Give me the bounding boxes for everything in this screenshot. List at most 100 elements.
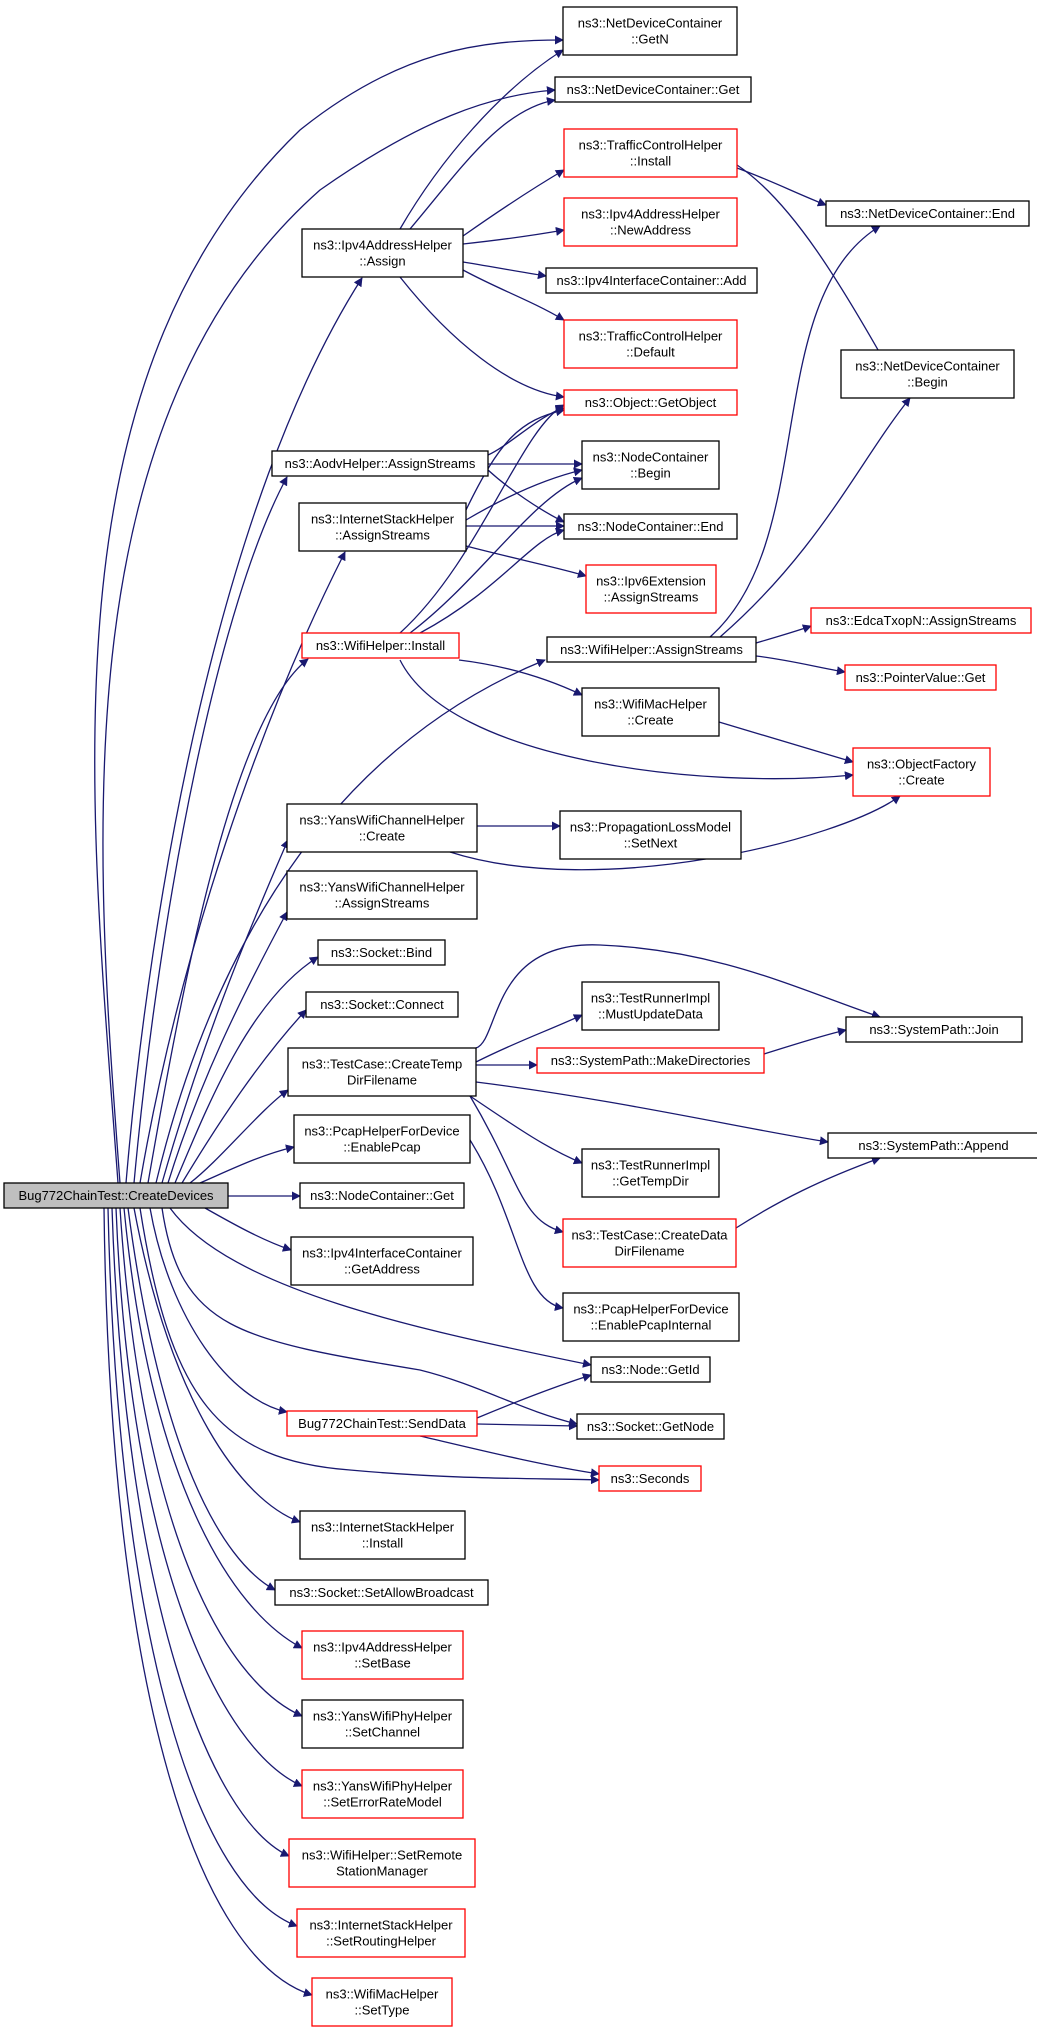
node-box bbox=[810, 607, 1032, 634]
node-box bbox=[311, 1977, 453, 2027]
node-label: ns3::Ipv6Extension bbox=[596, 574, 706, 589]
node-label: ::Begin bbox=[630, 466, 670, 481]
node-box bbox=[296, 1908, 466, 1958]
node-object-getobject[interactable]: ns3::Object::GetObject bbox=[563, 389, 738, 416]
call-edge-to-ndc-end bbox=[736, 167, 827, 207]
node-label: ns3::PropagationLossModel bbox=[570, 820, 731, 835]
node-label: ns3::YansWifiChannelHelper bbox=[299, 813, 465, 828]
node-socket-connect[interactable]: ns3::Socket::Connect bbox=[305, 991, 459, 1018]
node-tch-default[interactable]: ns3::TrafficControlHelper::Default bbox=[563, 319, 738, 369]
node-objectfactory-create[interactable]: ns3::ObjectFactory::Create bbox=[852, 747, 991, 797]
node-senddata[interactable]: Bug772ChainTest::SendData bbox=[286, 1410, 478, 1437]
call-edge-to-socket-getnode bbox=[161, 1207, 578, 1427]
call-edge-to-edca-assignstreams bbox=[755, 624, 812, 644]
call-edge-to-socket-connect bbox=[181, 1009, 307, 1184]
node-label: ::GetAddress bbox=[344, 1262, 420, 1277]
node-wifimac-settype[interactable]: ns3::WifiMacHelper::SetType bbox=[311, 1977, 453, 2027]
node-node-getid[interactable]: ns3::Node::GetId bbox=[590, 1356, 711, 1383]
node-pcap-enablepcap[interactable]: ns3::PcapHelperForDevice::EnablePcap bbox=[293, 1114, 471, 1164]
node-label: ::Create bbox=[359, 829, 405, 844]
node-wifi-assignstreams[interactable]: ns3::WifiHelper::AssignStreams bbox=[546, 636, 757, 663]
node-yansphy-seterrorratemodel[interactable]: ns3::YansWifiPhyHelper::SetErrorRateMode… bbox=[301, 1769, 464, 1819]
node-box bbox=[563, 389, 738, 416]
node-ish-setroutinghelper[interactable]: ns3::InternetStackHelper::SetRoutingHelp… bbox=[296, 1908, 466, 1958]
node-box bbox=[536, 1047, 765, 1074]
node-pointervalue-get[interactable]: ns3::PointerValue::Get bbox=[844, 664, 997, 691]
call-edge-to-ndc-end bbox=[709, 225, 881, 638]
node-tch-install[interactable]: ns3::TrafficControlHelper::Install bbox=[563, 128, 738, 178]
call-edge-to-systempath-append bbox=[735, 1156, 881, 1229]
node-label: ::GetN bbox=[631, 32, 669, 47]
node-socket-bind[interactable]: ns3::Socket::Bind bbox=[317, 939, 446, 966]
node-ish-install[interactable]: ns3::InternetStackHelper::Install bbox=[299, 1510, 466, 1560]
node-label: ::Begin bbox=[907, 375, 947, 390]
node-box bbox=[562, 1292, 740, 1342]
node-yansphy-setchannel[interactable]: ns3::YansWifiPhyHelper::SetChannel bbox=[301, 1699, 464, 1749]
call-edge-to-ipv6ext-assignstreams bbox=[465, 545, 587, 578]
node-box bbox=[299, 1510, 466, 1560]
call-edge-to-ipv4ah-assign bbox=[125, 277, 363, 1184]
call-edge-to-object-getobject bbox=[399, 404, 565, 634]
node-ndc-getn[interactable]: ns3::NetDeviceContainer::GetN bbox=[562, 6, 738, 56]
node-box bbox=[305, 991, 459, 1018]
node-plm-setnext[interactable]: ns3::PropagationLossModel::SetNext bbox=[559, 810, 742, 860]
node-label: ns3::InternetStackHelper bbox=[309, 1918, 453, 1933]
node-systempath-makedirs[interactable]: ns3::SystemPath::MakeDirectories bbox=[536, 1047, 765, 1074]
node-ipv6ext-assignstreams[interactable]: ns3::Ipv6Extension::AssignStreams bbox=[585, 564, 717, 614]
call-edge-to-node-getid bbox=[169, 1207, 592, 1368]
node-box bbox=[301, 228, 464, 278]
node-label: ns3::Ipv4AddressHelper bbox=[313, 238, 452, 253]
node-pcap-enablepcapinternal[interactable]: ns3::PcapHelperForDevice::EnablePcapInte… bbox=[562, 1292, 740, 1342]
node-box bbox=[590, 1356, 711, 1383]
call-edge-to-tri-gettempdir bbox=[469, 1095, 583, 1165]
call-edge-to-tch-install bbox=[462, 169, 565, 237]
node-ipv4ah-newaddress[interactable]: ns3::Ipv4AddressHelper::NewAddress bbox=[563, 197, 738, 247]
call-edge-to-seconds bbox=[419, 1435, 600, 1478]
node-socket-getnode[interactable]: ns3::Socket::GetNode bbox=[576, 1413, 725, 1440]
node-seconds[interactable]: ns3::Seconds bbox=[598, 1465, 702, 1492]
node-ndc-begin[interactable]: ns3::NetDeviceContainer::Begin bbox=[840, 349, 1015, 399]
node-label: ns3::Ipv4AddressHelper bbox=[313, 1640, 452, 1655]
node-yanschan-assignstreams[interactable]: ns3::YansWifiChannelHelper::AssignStream… bbox=[286, 870, 478, 920]
node-box bbox=[563, 513, 738, 540]
call-edge-to-objectfactory-create bbox=[718, 721, 854, 764]
node-edca-assignstreams[interactable]: ns3::EdcaTxopN::AssignStreams bbox=[810, 607, 1032, 634]
node-label: ::Default bbox=[626, 345, 675, 360]
node-ipv4ic-add[interactable]: ns3::Ipv4InterfaceContainer::Add bbox=[545, 267, 758, 294]
node-systempath-append[interactable]: ns3::SystemPath::Append bbox=[827, 1132, 1037, 1159]
call-edge-to-node-getid bbox=[476, 1373, 592, 1419]
node-ish-assignstreams[interactable]: ns3::InternetStackHelper::AssignStreams bbox=[298, 502, 467, 552]
node-nc-get[interactable]: ns3::NodeContainer::Get bbox=[299, 1182, 465, 1209]
node-nc-begin[interactable]: ns3::NodeContainer::Begin bbox=[581, 440, 720, 490]
call-edge-to-ndc-get bbox=[102, 86, 556, 1184]
node-wifi-install[interactable]: ns3::WifiHelper::Install bbox=[301, 632, 460, 659]
node-tri-mustupdate[interactable]: ns3::TestRunnerImpl::MustUpdateData bbox=[581, 981, 720, 1031]
node-label: ::Install bbox=[630, 154, 671, 169]
node-label: ns3::NetDeviceContainer bbox=[578, 16, 723, 31]
node-label: ns3::SystemPath::Join bbox=[869, 1022, 998, 1037]
node-box bbox=[293, 1114, 471, 1164]
node-nc-end[interactable]: ns3::NodeContainer::End bbox=[563, 513, 738, 540]
node-systempath-join[interactable]: ns3::SystemPath::Join bbox=[845, 1016, 1023, 1043]
node-box bbox=[271, 450, 489, 477]
node-root[interactable]: Bug772ChainTest::CreateDevices bbox=[3, 1182, 229, 1209]
node-label: ns3::TrafficControlHelper bbox=[579, 329, 723, 344]
node-tri-gettempdir[interactable]: ns3::TestRunnerImpl::GetTempDir bbox=[581, 1148, 720, 1198]
node-ndc-get[interactable]: ns3::NetDeviceContainer::Get bbox=[554, 76, 752, 103]
node-label: ns3::NodeContainer bbox=[593, 450, 709, 465]
node-label: ns3::TestRunnerImpl bbox=[591, 1158, 710, 1173]
call-edge-to-senddata bbox=[149, 1207, 288, 1415]
node-wifimac-create[interactable]: ns3::WifiMacHelper::Create bbox=[581, 687, 720, 737]
node-ipv4ah-setbase[interactable]: ns3::Ipv4AddressHelper::SetBase bbox=[301, 1630, 464, 1680]
node-yanschan-create[interactable]: ns3::YansWifiChannelHelper::Create bbox=[286, 803, 478, 853]
node-socket-setallowbroadcast[interactable]: ns3::Socket::SetAllowBroadcast bbox=[274, 1579, 489, 1606]
node-label: ns3::Object::GetObject bbox=[585, 395, 717, 410]
node-box bbox=[581, 981, 720, 1031]
node-ipv4ah-assign[interactable]: ns3::Ipv4AddressHelper::Assign bbox=[301, 228, 464, 278]
node-ndc-end[interactable]: ns3::NetDeviceContainer::End bbox=[825, 200, 1030, 227]
node-ipv4ic-getaddress[interactable]: ns3::Ipv4InterfaceContainer::GetAddress bbox=[290, 1236, 474, 1286]
node-aodv-assignstreams[interactable]: ns3::AodvHelper::AssignStreams bbox=[271, 450, 489, 477]
